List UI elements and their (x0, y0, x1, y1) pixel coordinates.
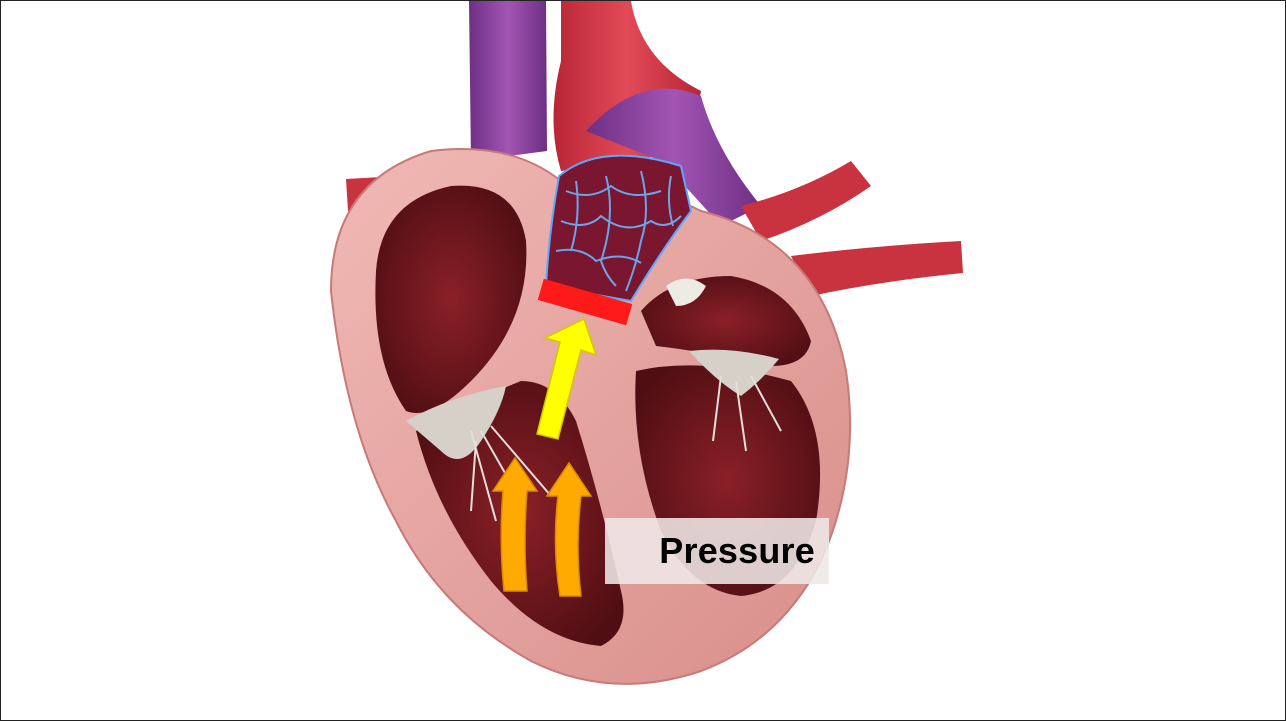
pulmonary-vein-upper (741, 161, 871, 241)
pressure-label-box: Pressure (605, 518, 829, 584)
vena-cava (469, 1, 547, 161)
pressure-label: Pressure (659, 530, 815, 572)
pulmonary-vein-lower (791, 241, 963, 296)
